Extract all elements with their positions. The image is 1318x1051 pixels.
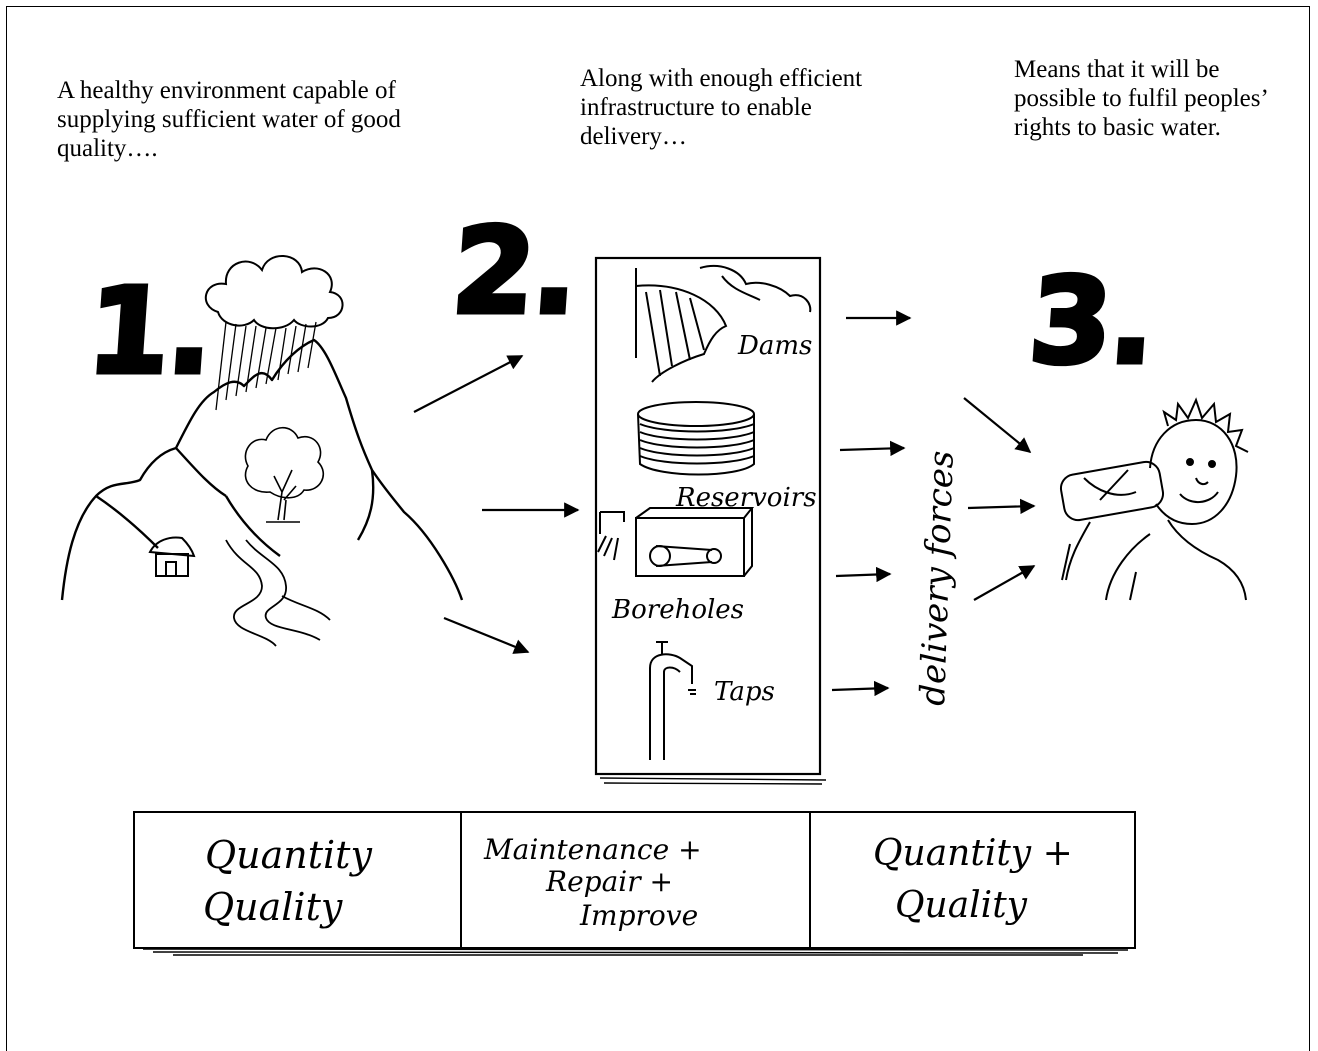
summary-cell-infrastructure: Maintenance + Repair + Improve [460,813,809,947]
hut-icon [148,536,196,577]
caption-step-1: A healthy environment capable of supplyi… [57,77,401,162]
summary-cell-rights: Quantity + Quality [809,813,1134,947]
summary-cell-environment: Quantity Quality [135,813,460,947]
cell1-line1: Quantity [205,833,372,877]
cell1-line2: Quality [203,885,343,929]
mountain-icon [60,338,464,601]
river-icon [225,539,331,647]
rain-icon [215,321,317,411]
caption-step-3: Means that it will be possible to fulfil… [1014,56,1267,141]
cell2-line2: Repair + [546,865,673,898]
cloud-icon [204,255,344,330]
dam-icon [635,265,812,383]
page-frame [6,6,1310,1051]
cell3-line2: Quality [895,885,1027,926]
person-drinking-icon [1059,397,1249,601]
cell3-line1: Quantity + [873,833,1073,874]
tree-icon [244,426,324,523]
infrastructure-panel [594,256,827,785]
label-delivery-forces: delivery forces [913,450,962,706]
label-boreholes: Boreholes [611,595,744,625]
summary-table: Quantity Quality Maintenance + Repair + … [133,811,1136,949]
tap-icon [649,641,696,760]
arrows-to-person [963,397,1036,601]
arrows-from-infrastructure [831,310,912,697]
label-dams: Dams [737,331,812,361]
table-shadow [143,948,1128,956]
label-taps: Taps [714,677,775,707]
cell2-line3: Improve [580,899,699,932]
cell2-line1: Maintenance + [484,833,702,866]
arrows-to-infrastructure [413,355,580,654]
caption-step-2: Along with enough efficient infrastructu… [580,65,863,150]
borehole-icon [597,507,755,577]
reservoir-icon [637,401,755,476]
